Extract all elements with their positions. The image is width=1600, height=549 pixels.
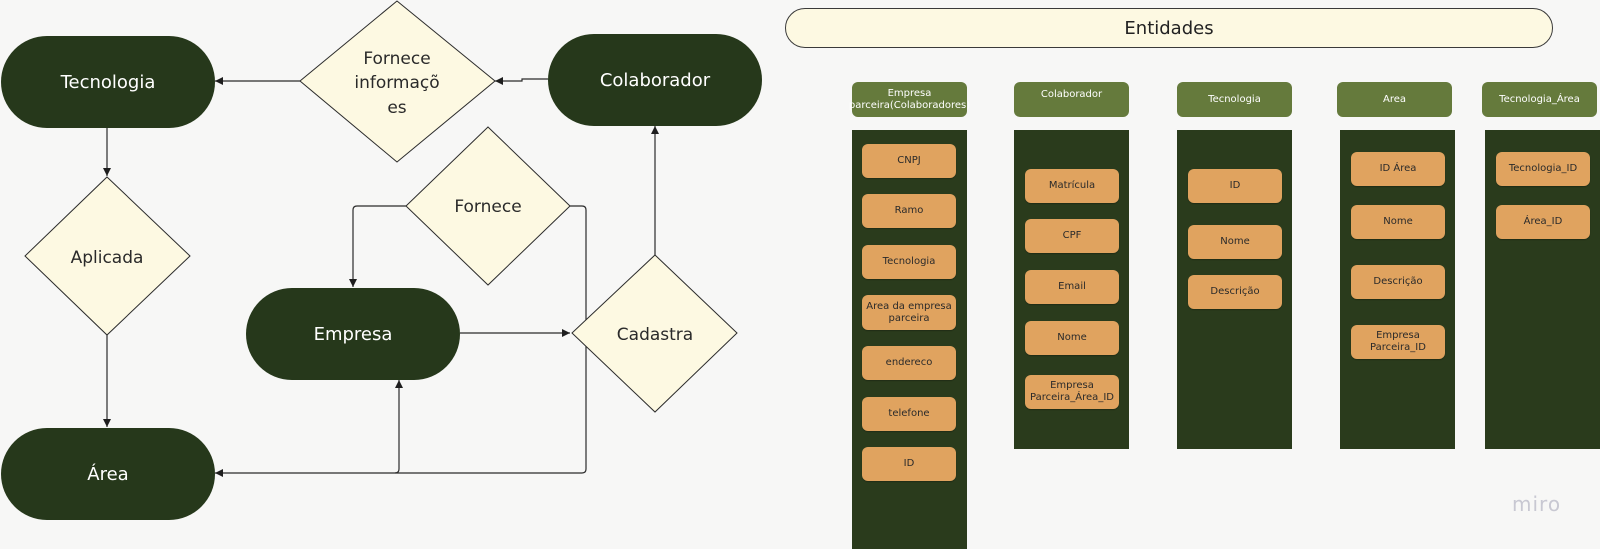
relation-fornece-label: Fornece <box>454 197 521 217</box>
entity-empresa-label: Empresa <box>314 324 393 345</box>
attribute-nome[interactable]: Nome <box>1188 225 1282 259</box>
relation-fornece-informacoes-line3: es <box>387 98 406 118</box>
attribute-empresa-parceira-area-id[interactable]: Empresa Parceira_Área_ID <box>1025 375 1119 409</box>
entity-tecnologia-label: Tecnologia <box>60 72 156 93</box>
attribute-tecnologia-id[interactable]: Tecnologia_ID <box>1496 152 1590 186</box>
attribute-nome[interactable]: Nome <box>1351 205 1445 239</box>
entity-area[interactable]: Área <box>1 428 215 520</box>
attribute-matricula[interactable]: Matrícula <box>1025 169 1119 203</box>
relation-fornece-informacoes[interactable]: Fornece informaçõ es <box>299 0 496 163</box>
attribute-cnpj[interactable]: CNPJ <box>862 144 956 178</box>
attribute-descricao[interactable]: Descrição <box>1351 265 1445 299</box>
attribute-nome[interactable]: Nome <box>1025 321 1119 355</box>
table-header-empresa-parceira[interactable]: Empresa parceira(Colaboradores) <box>849 82 970 117</box>
attribute-area-empresa-parceira[interactable]: Area da empresa parceira <box>862 295 956 330</box>
attribute-empresa-parceira-id[interactable]: Empresa Parceira_ID <box>1351 325 1445 359</box>
entity-colaborador[interactable]: Colaborador <box>548 34 762 126</box>
relation-aplicada[interactable]: Aplicada <box>24 176 191 336</box>
entity-empresa[interactable]: Empresa <box>246 288 460 380</box>
entities-title: Entidades <box>1124 17 1214 39</box>
entity-colaborador-label: Colaborador <box>600 70 711 91</box>
attribute-id[interactable]: ID <box>862 447 956 481</box>
edge-area-to-empresa <box>394 380 403 474</box>
table-header-area[interactable]: Area <box>1337 82 1452 117</box>
edge-fornece-to-empresa <box>349 205 406 287</box>
attribute-telefone[interactable]: telefone <box>862 397 956 431</box>
relation-fornece-informacoes-line1: Fornece <box>363 49 430 69</box>
attribute-id-area[interactable]: ID Área <box>1351 152 1445 186</box>
attribute-cpf[interactable]: CPF <box>1025 219 1119 253</box>
entities-title-bar[interactable]: Entidades <box>785 8 1553 48</box>
entity-tecnologia[interactable]: Tecnologia <box>1 36 215 128</box>
relation-fornece-informacoes-line2: informaçõ <box>354 73 439 93</box>
entity-area-label: Área <box>87 463 128 485</box>
attribute-id[interactable]: ID <box>1188 169 1282 203</box>
edge-colaborador-to-fornece-info <box>495 77 548 85</box>
table-header-tecnologia[interactable]: Tecnologia <box>1177 82 1292 117</box>
relation-aplicada-label: Aplicada <box>71 248 144 268</box>
table-header-tecnologia-area[interactable]: Tecnologia_Área <box>1482 82 1597 117</box>
attribute-endereco[interactable]: endereco <box>862 346 956 380</box>
attribute-area-id[interactable]: Área_ID <box>1496 205 1590 239</box>
relation-cadastra-label: Cadastra <box>617 325 693 345</box>
miro-logo: miro <box>1512 492 1562 516</box>
attribute-tecnologia[interactable]: Tecnologia <box>862 245 956 279</box>
attribute-ramo[interactable]: Ramo <box>862 194 956 228</box>
table-header-colaborador[interactable]: Colaborador <box>1014 82 1129 117</box>
relation-cadastra[interactable]: Cadastra <box>571 254 738 413</box>
attribute-descricao[interactable]: Descrição <box>1188 275 1282 309</box>
table-column-empresa-parceira <box>852 130 967 549</box>
attribute-email[interactable]: Email <box>1025 270 1119 304</box>
relation-fornece[interactable]: Fornece <box>405 126 571 286</box>
